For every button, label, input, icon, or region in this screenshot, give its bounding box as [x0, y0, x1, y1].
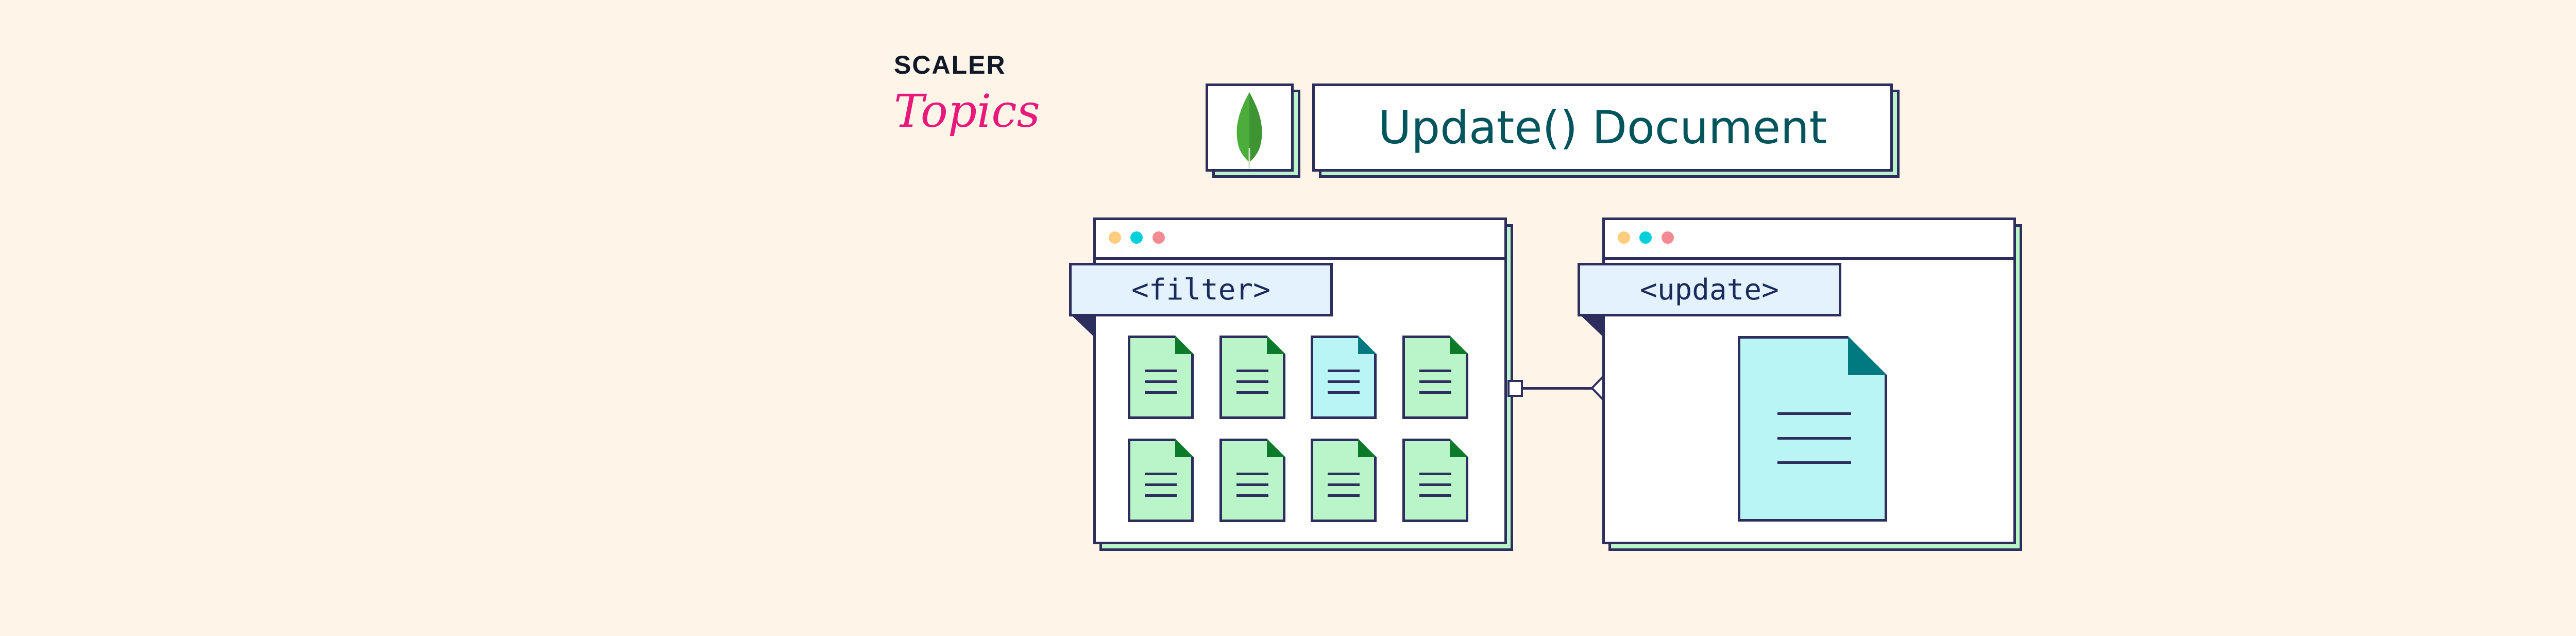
- scaler-topics-logo: SCALER Topics: [894, 51, 1048, 143]
- page-title: Update() Document: [1378, 101, 1827, 154]
- document-icon: [1402, 336, 1468, 419]
- document-icon: [1128, 336, 1194, 419]
- window-title-bar: [1096, 220, 1504, 260]
- connector-line: [1523, 387, 1595, 390]
- document-icon: [1219, 439, 1285, 522]
- document-icon: [1402, 439, 1468, 522]
- dot-pink-icon: [1153, 231, 1165, 244]
- filter-label: <filter>: [1069, 263, 1333, 316]
- dot-pink-icon: [1662, 231, 1674, 244]
- logo-topics-text: Topics: [894, 85, 1040, 138]
- dot-cyan-icon: [1130, 231, 1143, 244]
- filter-label-fold: [1072, 315, 1093, 336]
- updated-document-icon: [1738, 336, 1887, 522]
- dot-yellow-icon: [1109, 231, 1121, 244]
- document-icon: [1128, 439, 1194, 522]
- document-icon: [1219, 336, 1285, 419]
- mongodb-logo-box: [1206, 83, 1294, 172]
- update-label-fold: [1581, 315, 1602, 336]
- document-icon: [1311, 439, 1377, 522]
- update-label: <update>: [1578, 263, 1841, 316]
- connector-square: [1507, 380, 1523, 397]
- dot-yellow-icon: [1618, 231, 1630, 244]
- window-title-bar: [1605, 220, 2013, 260]
- title-box: Update() Document: [1312, 83, 1893, 172]
- mongodb-leaf-icon: [1236, 92, 1262, 169]
- logo-scaler-text: SCALER: [894, 51, 1006, 79]
- document-icon: [1311, 336, 1377, 419]
- dot-cyan-icon: [1639, 231, 1652, 244]
